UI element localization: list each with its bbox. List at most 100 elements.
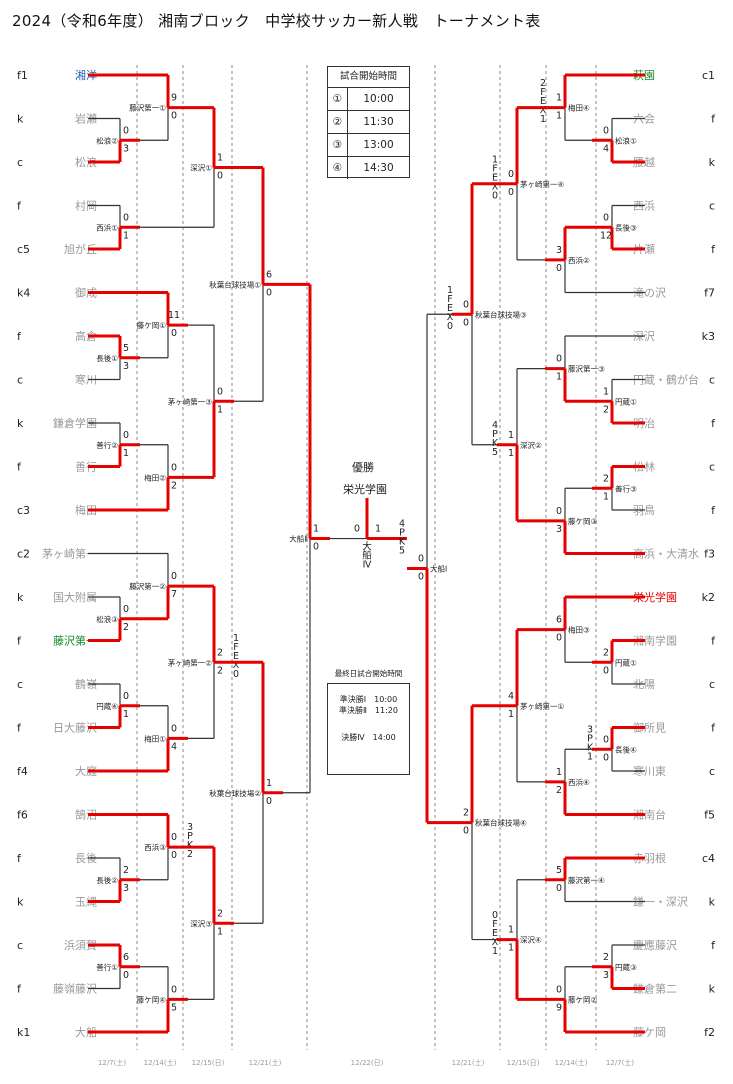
team-seed: k xyxy=(709,156,716,169)
match-score: 0 xyxy=(418,571,424,582)
match-score: 0 xyxy=(171,328,177,339)
match-venue: 茅ヶ崎第一③ xyxy=(168,396,212,406)
team-seed: k xyxy=(17,417,24,430)
team-seed: k1 xyxy=(17,1026,30,1039)
match-note: 4 xyxy=(492,420,498,431)
match-score: 0 xyxy=(556,354,562,365)
match-score: 0 xyxy=(217,386,223,397)
match-score: 0 xyxy=(266,796,272,807)
team-name: 旭が丘 xyxy=(64,242,97,256)
match-score: 3 xyxy=(556,245,562,256)
match-venue: 藤沢第一② xyxy=(129,581,166,591)
match-score: 0 xyxy=(556,506,562,517)
match-score: 0 xyxy=(508,187,514,198)
champion-label: 優勝 xyxy=(352,461,374,474)
match-venue: 長後② xyxy=(96,875,118,885)
match-note: 2 xyxy=(540,78,546,89)
match-score: 2 xyxy=(556,785,562,796)
final-score: 0 xyxy=(354,524,360,535)
match-venue: 梅田② xyxy=(144,472,166,482)
match-score: 0 xyxy=(217,170,223,181)
match-venue: 西浜② xyxy=(568,255,590,265)
match-note: 1 xyxy=(492,946,498,957)
final-note: 5 xyxy=(399,546,405,557)
match-venue: 西浜③ xyxy=(144,842,166,852)
team-seed: c1 xyxy=(702,69,715,82)
match-venue: 藤沢第一③ xyxy=(568,364,605,374)
match-score: 0 xyxy=(603,125,609,136)
match-score: 0 xyxy=(171,462,177,473)
date-label: 12/7(土) xyxy=(606,1058,634,1067)
match-score: 2 xyxy=(171,480,177,491)
team-seed: k xyxy=(17,113,24,126)
match-venue: 深沢④ xyxy=(520,936,542,945)
team-name: 鶴嶺 xyxy=(75,677,97,691)
team-seed: k xyxy=(709,896,716,909)
match-score: 0 xyxy=(508,169,514,180)
match-note: 0 xyxy=(447,321,453,332)
match-venue: 大船Ⅱ xyxy=(289,534,308,544)
team-name: 滝の沢 xyxy=(633,286,666,300)
match-note: K xyxy=(492,438,499,449)
match-note: 1 xyxy=(540,114,546,125)
match-note: X xyxy=(492,181,499,192)
match-venue: 藤ケ岡④ xyxy=(137,994,166,1004)
match-note: 3 xyxy=(187,822,193,833)
team-name: 湘南台 xyxy=(633,808,666,822)
match-score: 1 xyxy=(217,404,223,415)
match-venue: 松浪③ xyxy=(96,614,118,624)
match-score: 1 xyxy=(123,448,129,459)
team-seed: f xyxy=(17,461,22,474)
match-score: 1 xyxy=(603,386,609,397)
match-venue: 円蔵① xyxy=(615,396,637,406)
date-label: 12/14(土) xyxy=(144,1058,177,1067)
match-score: 2 xyxy=(123,865,129,876)
team-name: 大船 xyxy=(75,1025,97,1039)
team-name: 御成 xyxy=(75,286,97,300)
team-seed: f xyxy=(17,635,22,648)
match-score: 0 xyxy=(556,633,562,644)
match-venue: 善行② xyxy=(96,440,118,450)
match-score: 0 xyxy=(123,970,129,981)
match-score: 5 xyxy=(171,1002,177,1013)
team-name: 藤ケ岡 xyxy=(633,1026,666,1039)
match-score: 1 xyxy=(556,111,562,122)
match-score: 2 xyxy=(463,808,469,819)
team-name: 鎌倉第二 xyxy=(633,982,677,996)
team-seed: f6 xyxy=(17,809,28,822)
team-seed: f xyxy=(711,635,716,648)
team-seed: k4 xyxy=(17,287,30,300)
match-score: 0 xyxy=(171,832,177,843)
team-seed: c3 xyxy=(17,504,30,517)
team-name: 栄光学園 xyxy=(633,590,677,604)
match-score: 1 xyxy=(603,491,609,502)
match-note: 1 xyxy=(587,751,593,762)
team-name: 鎌倉学園 xyxy=(53,416,97,430)
match-note: E xyxy=(447,303,453,314)
match-score: 0 xyxy=(171,850,177,861)
date-label: 12/14(土) xyxy=(555,1058,588,1067)
team-name: 御所見 xyxy=(633,721,666,735)
team-name: 円蔵・鶴が台 xyxy=(633,373,699,387)
match-score: 4 xyxy=(603,143,609,154)
match-note: 2 xyxy=(187,849,193,860)
team-name: 玉縄 xyxy=(75,895,97,909)
match-venue: 西浜① xyxy=(96,222,118,232)
match-score: 2 xyxy=(217,908,223,919)
match-venue: 深沢③ xyxy=(190,919,212,928)
match-score: 3 xyxy=(603,970,609,981)
match-score: 0 xyxy=(123,125,129,136)
match-score: 1 xyxy=(508,430,514,441)
team-seed: f1 xyxy=(17,69,28,82)
team-name: 善行 xyxy=(75,460,97,474)
match-score: 0 xyxy=(313,542,319,553)
team-seed: f4 xyxy=(17,765,28,778)
team-name: 藤沢第一 xyxy=(53,634,97,648)
team-name: 茅ヶ崎第一 xyxy=(42,547,97,561)
match-venue: 善行① xyxy=(96,962,118,972)
team-seed: c4 xyxy=(702,852,715,865)
match-score: 0 xyxy=(123,691,129,702)
